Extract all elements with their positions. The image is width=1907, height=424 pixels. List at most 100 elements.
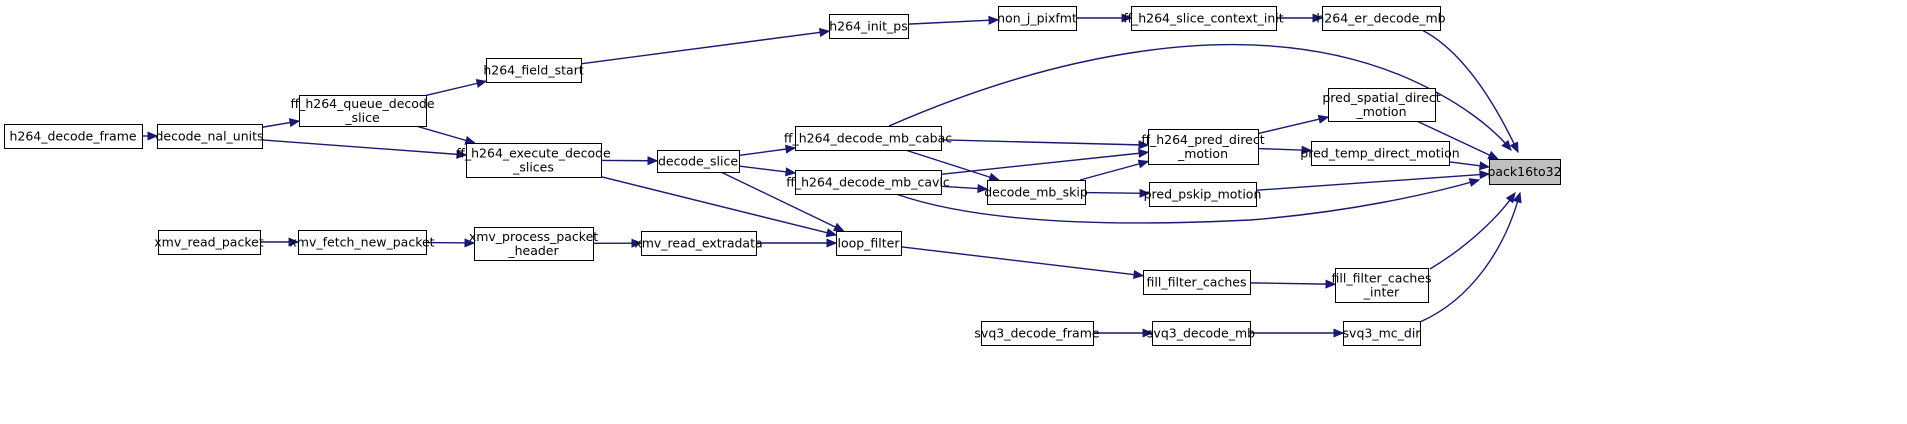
edge-line [1257, 116, 1329, 135]
edge-arrowhead [1509, 141, 1519, 154]
edge-arrowhead [631, 238, 643, 248]
node-xmv_read_packet[interactable]: xmv_read_packet [154, 230, 264, 255]
edge-ff_h264_decode_mb_cabac-to-ff_h264_pred_direct_motion [940, 139, 1150, 150]
edge-ff_h264_pred_direct_motion-to-pred_spatial_direct_motion [1257, 114, 1330, 135]
edge-arrowhead [1501, 139, 1512, 151]
edge-arrowhead [785, 167, 797, 177]
edge-arrowhead [1139, 188, 1151, 198]
node-label: fill_filter_caches [1147, 275, 1247, 290]
node-label: xmv_read_extradata [634, 236, 762, 251]
edge-arrowhead [1138, 140, 1150, 150]
edge-arrowhead [825, 228, 838, 238]
edge-pred_temp_direct_motion-to-pack16to32 [1448, 161, 1491, 171]
edge-decode_nal_units-to-ff_h264_execute_decode_slices [261, 139, 468, 159]
node-box [657, 150, 740, 173]
node-label: _motion [1177, 146, 1228, 161]
node-fill_filter_caches[interactable]: fill_filter_caches [1143, 270, 1251, 295]
edge-decode_slice-to-ff_h264_decode_mb_cabac [738, 144, 797, 157]
edge-arrowhead [647, 156, 659, 166]
node-pred_temp_direct_motion[interactable]: pred_temp_direct_motion [1300, 141, 1460, 166]
node-ff_h264_decode_mb_cavlc[interactable]: ff_h264_decode_mb_cavlc [786, 170, 950, 195]
node-svq3_mc_dir[interactable]: svq3_mc_dir [1343, 321, 1422, 346]
edge-line [888, 43, 1512, 151]
node-box [1131, 6, 1277, 31]
edge-arrowhead [1317, 114, 1330, 124]
edge-svq3_mc_dir-to-pack16to32 [1419, 191, 1522, 323]
edge-arrowhead [1312, 13, 1324, 23]
node-label: ff_h264_queue_decode [290, 96, 434, 111]
node-label: _header [507, 243, 559, 258]
edge-decode_slice-to-loop_filter [720, 171, 845, 232]
edge-xmv_read_extradata-to-loop_filter [756, 238, 838, 248]
node-label: _slice [344, 110, 380, 125]
node-xmv_fetch_new_packet[interactable]: xmv_fetch_new_packet [289, 230, 435, 255]
edge-line [907, 19, 999, 25]
node-decode_nal_units[interactable]: decode_nal_units [155, 124, 264, 149]
node-xmv_read_extradata[interactable]: xmv_read_extradata [634, 231, 763, 256]
node-h264_field_start[interactable]: h264_field_start [483, 58, 584, 83]
edge-line [720, 171, 844, 232]
node-label: pack16to32 [1487, 164, 1561, 179]
edge-arrowhead [1333, 328, 1345, 338]
node-xmv_process_packet_header[interactable]: xmv_process_packet_header [469, 227, 598, 261]
node-loop_filter[interactable]: loop_filter [836, 231, 902, 256]
edge-arrowhead [1301, 145, 1313, 155]
node-h264_er_decode_mb[interactable]: h264_er_decode_mb [1316, 6, 1446, 31]
node-decode_slice[interactable]: decode_slice [657, 150, 740, 173]
edge-line [1416, 120, 1499, 160]
edge-arrowhead [1512, 191, 1522, 204]
node-pack16to32[interactable]: pack16to32 [1487, 159, 1562, 185]
edge-arrowhead [826, 238, 838, 248]
edge-loop_filter-to-fill_filter_caches [900, 246, 1145, 280]
node-pred_pskip_motion[interactable]: pred_pskip_motion [1144, 182, 1262, 207]
node-label: h264_field_start [483, 63, 583, 78]
node-decode_mb_skip[interactable]: decode_mb_skip [984, 180, 1088, 205]
edge-h264_er_decode_mb-to-pack16to32 [1421, 29, 1519, 154]
node-ff_h264_slice_context_init[interactable]: ff_h264_slice_context_init [1123, 6, 1284, 31]
node-label: xmv_fetch_new_packet [289, 235, 434, 250]
node-ff_h264_queue_decode_slice[interactable]: ff_h264_queue_decode_slice [290, 95, 435, 127]
node-ff_h264_pred_direct_motion[interactable]: ff_h264_pred_direct_motion [1141, 129, 1265, 165]
edge-arrowhead [1478, 161, 1491, 171]
node-label: h264_init_ps [829, 19, 908, 34]
node-ff_h264_execute_decode_slices[interactable]: ff_h264_execute_decode_slices [456, 143, 611, 178]
edge-arrowhead [818, 27, 831, 37]
node-label: xmv_read_packet [154, 235, 264, 250]
edge-arrowhead [1138, 148, 1150, 158]
edge-line [1255, 173, 1490, 191]
node-box [1489, 159, 1561, 185]
edge-decode_nal_units-to-ff_h264_queue_decode_slice [261, 118, 301, 128]
node-ff_h264_decode_mb_cabac[interactable]: ff_h264_decode_mb_cabac [784, 126, 952, 151]
node-box [486, 58, 582, 83]
edge-line [940, 139, 1149, 146]
node-label: svq3_mc_dir [1343, 326, 1422, 341]
edge-fill_filter_caches_inter-to-pack16to32 [1429, 191, 1516, 270]
edge-line [261, 139, 467, 156]
edge-ff_h264_execute_decode_slices-to-decode_slice [600, 156, 659, 166]
edge-arrowhead [1133, 269, 1145, 280]
node-label: pred_spatial_direct [1322, 90, 1440, 105]
node-box [1148, 129, 1259, 165]
edge-arrowhead [833, 222, 845, 232]
edge-decode_mb_skip-to-ff_h264_pred_direct_motion [1079, 159, 1150, 181]
node-h264_decode_frame[interactable]: h264_decode_frame [4, 124, 143, 149]
node-svq3_decode_frame[interactable]: svq3_decode_frame [974, 321, 1100, 346]
edge-ff_h264_queue_decode_slice-to-ff_h264_execute_decode_slices [415, 125, 477, 145]
edge-fill_filter_caches-to-fill_filter_caches_inter [1249, 279, 1337, 289]
edge-line [905, 149, 999, 181]
node-fill_filter_caches_inter[interactable]: fill_filter_caches_inter [1332, 268, 1432, 303]
edge-arrowhead [288, 237, 300, 247]
edge-arrowhead [1325, 279, 1337, 289]
node-h264_init_ps[interactable]: h264_init_ps [829, 14, 909, 39]
edge-svq3_decode_mb-to-svq3_mc_dir [1250, 328, 1345, 338]
edge-arrowhead [988, 15, 1000, 25]
node-label: pred_pskip_motion [1144, 187, 1262, 202]
node-label: loop_filter [837, 236, 900, 251]
node-pred_spatial_direct_motion[interactable]: pred_spatial_direct_motion [1322, 88, 1441, 122]
node-box [4, 124, 143, 149]
node-box [795, 170, 942, 195]
node-non_j_pixfmt[interactable]: non_j_pixfmt [997, 6, 1077, 31]
edge-arrowhead [464, 238, 476, 248]
node-svq3_decode_mb[interactable]: svq3_decode_mb [1147, 321, 1255, 346]
node-label: ff_h264_pred_direct [1141, 132, 1264, 147]
